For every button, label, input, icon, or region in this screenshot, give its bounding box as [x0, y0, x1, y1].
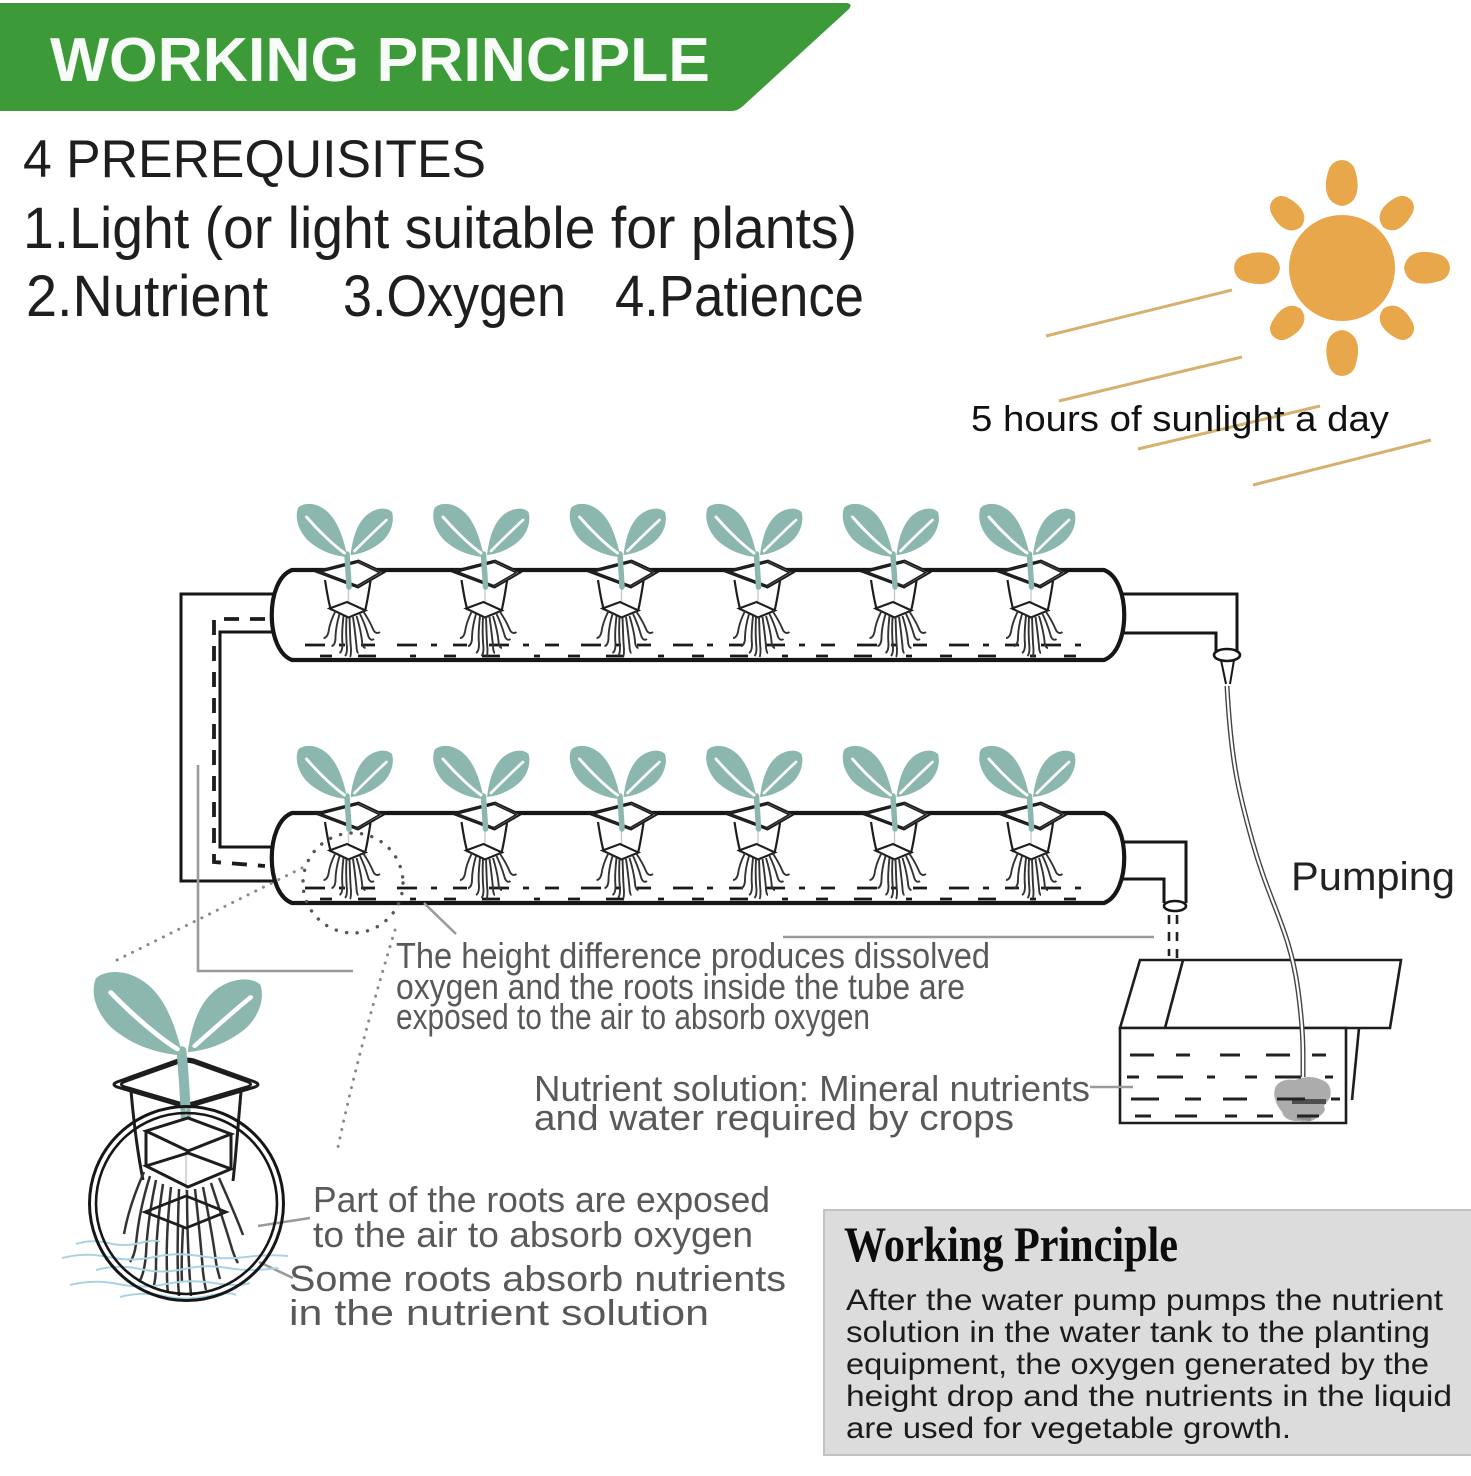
svg-text:Working Principle: Working Principle [844, 1216, 1178, 1272]
svg-text:1.Light (or light suitable for: 1.Light (or light suitable for plants) [23, 196, 857, 261]
svg-text:WORKING PRINCIPLE: WORKING PRINCIPLE [50, 26, 710, 95]
svg-text:and water required by crops: and water required by crops [534, 1097, 1014, 1138]
svg-text:3.Oxygen: 3.Oxygen [343, 264, 566, 329]
svg-text:are used for vegetable growth.: are used for vegetable growth. [846, 1412, 1291, 1445]
svg-text:Some roots absorb nutrients: Some roots absorb nutrients [289, 1258, 786, 1299]
svg-text:Part of the roots are exposed: Part of the roots are exposed [313, 1179, 770, 1220]
svg-text:4 PREREQUISITES: 4 PREREQUISITES [23, 130, 486, 189]
svg-text:2.Nutrient: 2.Nutrient [26, 264, 268, 329]
svg-text:5 hours of sunlight a day: 5 hours of sunlight a day [971, 398, 1389, 439]
svg-text:oxygen and the roots inside th: oxygen and the roots inside the tube are [396, 966, 965, 1007]
svg-text:solution in the water tank to: solution in the water tank to the planti… [846, 1316, 1430, 1349]
svg-text:equipment, the oxygen generate: equipment, the oxygen generated by the [846, 1348, 1429, 1381]
svg-text:exposed to the air to absorb o: exposed to the air to absorb oxygen [396, 996, 870, 1037]
svg-text:4.Patience: 4.Patience [615, 264, 864, 329]
svg-text:Nutrient solution: Mineral nut: Nutrient solution: Mineral nutrients [534, 1068, 1090, 1109]
svg-text:After the water pump pumps the: After the water pump pumps the nutrient [846, 1284, 1444, 1317]
svg-text:to the air to absorb oxygen: to the air to absorb oxygen [313, 1214, 753, 1255]
svg-text:The height difference produces: The height difference produces dissolved [396, 935, 990, 976]
svg-text:Pumping: Pumping [1291, 855, 1455, 899]
svg-text:in the nutrient solution: in the nutrient solution [289, 1292, 709, 1333]
svg-text:height drop and the nutrients: height drop and the nutrients in the liq… [846, 1380, 1452, 1413]
